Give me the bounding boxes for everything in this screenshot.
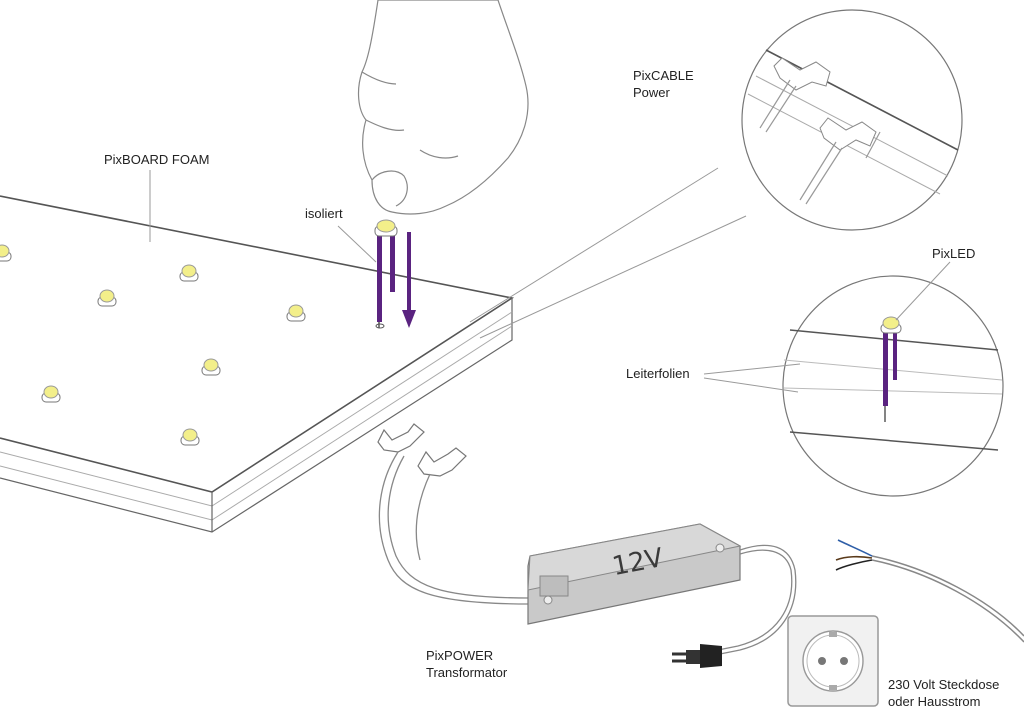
pixled-dot xyxy=(97,289,117,307)
pixled-dot xyxy=(180,428,200,446)
pixboard-foam-board xyxy=(0,195,515,533)
label-pixcable-line2: Power xyxy=(633,85,671,100)
hand-illustration xyxy=(357,0,529,215)
pixled-dot xyxy=(0,244,12,262)
insert-direction-arrow xyxy=(402,232,416,328)
label-pixled: PixLED xyxy=(932,246,975,261)
wall-socket xyxy=(787,615,879,707)
led-array xyxy=(0,244,306,446)
annotation-lines xyxy=(149,170,951,393)
pixled-dot xyxy=(179,264,199,282)
pixcable-clips xyxy=(377,423,467,477)
pixled-dot xyxy=(201,358,221,376)
pixled-dot xyxy=(41,385,61,403)
label-pixcable-line1: PixCABLE xyxy=(633,68,694,83)
detail-circle-pixcable xyxy=(741,9,963,231)
label-pixboard-foam: PixBOARD FOAM xyxy=(104,152,209,167)
label-socket-line1: 230 Volt Steckdose xyxy=(888,677,999,692)
pixled-dot xyxy=(286,304,306,322)
label-leiterfolien: Leiterfolien xyxy=(626,366,690,381)
label-isoliert: isoliert xyxy=(305,206,343,221)
zoom-guide-lines xyxy=(469,167,747,339)
pixcable-wires xyxy=(378,451,531,605)
led-being-inserted xyxy=(374,219,398,329)
label-pixpower-line2: Transformator xyxy=(426,665,508,680)
transformer-to-plug-cable xyxy=(717,544,797,655)
mains-cable xyxy=(835,539,1024,643)
pixpower-transformer: 12V xyxy=(527,523,742,625)
label-pixpower-line1: PixPOWER xyxy=(426,648,493,663)
label-socket-line2: oder Hausstrom xyxy=(888,694,980,709)
power-plug xyxy=(672,644,722,668)
detail-circle-pixled xyxy=(782,275,1004,497)
